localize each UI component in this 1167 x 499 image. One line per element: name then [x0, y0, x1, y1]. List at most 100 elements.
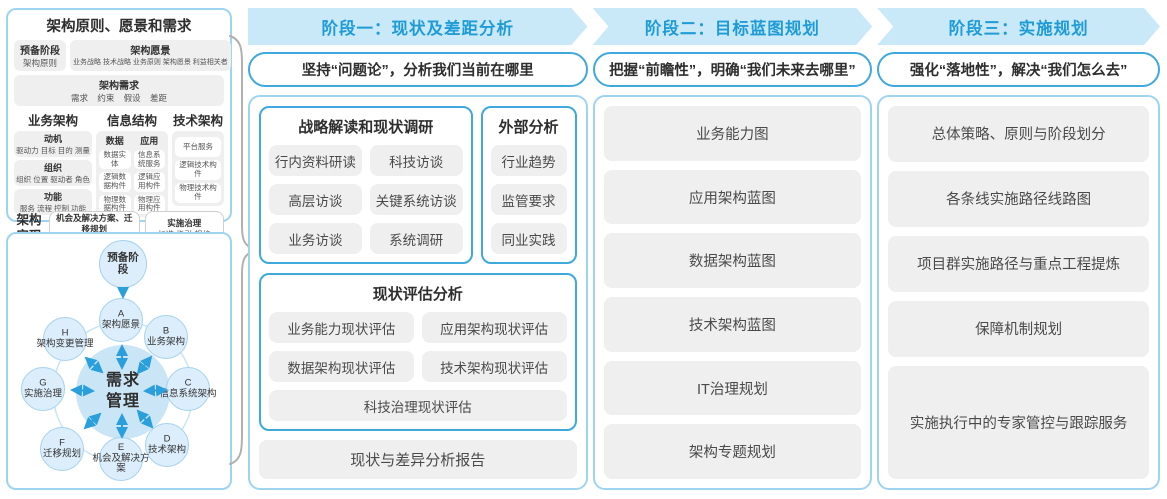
technology-architecture-title: 技术架构: [172, 114, 223, 128]
architecture-requirements-title: 架构需求: [99, 81, 139, 92]
architecture-principles-panel: 架构原则、愿景和需求 预备阶段 架构原则 架构愿景 业务战略 技术战略 业务原则…: [6, 8, 232, 247]
motivation-sub: 驱动力 目标 目的 测量: [16, 146, 90, 155]
application-subcolumn-title: 应用: [140, 136, 159, 146]
list-item: 各条线实施路径线路图: [888, 170, 1150, 227]
architecture-requirements-sub: 需求 约束 假设 差距: [70, 93, 168, 103]
application-subcolumn: 应用 信息系统服务 逻辑应用构件 物理应用构件: [133, 134, 165, 214]
opportunities-migration-title: 机会及解决方案、迁移规划: [56, 212, 133, 234]
prep-vision-row: 预备阶段 架构原则 架构愿景 业务战略 技术战略 业务原则 架构愿景 利益相关者: [14, 40, 231, 71]
platform-service-box: 平台服务: [175, 137, 221, 157]
architecture-requirements-box: 架构需求 需求 约束 假设 差距: [14, 75, 224, 106]
list-item: 科技访谈: [369, 145, 463, 176]
external-analysis-box: 外部分析 行业趋势 监管要求 同业实践: [480, 106, 577, 264]
data-subcolumn-title: 数据: [105, 136, 124, 146]
architecture-vision-sub: 业务战略 技术战略 业务原则 架构愿景 利益相关者: [73, 59, 228, 66]
organization-box: 组织 组织 位置 驱动者 角色: [14, 160, 92, 186]
list-item: 行业趋势: [490, 145, 567, 176]
assessment-items: 业务能力现状评估 应用架构现状评估 数据架构现状评估 技术架构现状评估 科技治理…: [269, 312, 567, 421]
list-item: 同业实践: [490, 223, 567, 254]
external-analysis-items: 行业趋势 监管要求 同业实践: [490, 145, 567, 254]
phase-1-banner: 阶段一：现状及差距分析: [248, 8, 588, 45]
information-structure-column: 信息结构 数据 数据实体 逻辑数据构件 物理数据构件 应用 信息系统服务 逻辑应…: [96, 110, 168, 217]
list-item: 科技治理现状评估: [269, 390, 567, 421]
data-subcolumn: 数据 数据实体 逻辑数据构件 物理数据构件: [99, 134, 131, 214]
list-item: 保障机制规划: [888, 300, 1150, 357]
function-box: 功能 服务 流程 控制 功能: [14, 189, 92, 215]
adm-center-label: 需求管理: [105, 372, 140, 410]
organization-title: 组织: [43, 163, 62, 173]
assessment-box: 现状评估分析 业务能力现状评估 应用架构现状评估 数据架构现状评估 技术架构现状…: [259, 273, 577, 431]
list-item: 应用架构蓝图: [603, 169, 862, 225]
list-item: 监管要求: [490, 184, 567, 215]
architecture-vision-box: 架构愿景 业务战略 技术战略 业务原则 架构愿景 利益相关者: [70, 40, 231, 71]
organization-sub: 组织 位置 驱动者 角色: [16, 175, 90, 184]
phases-region: 阶段一：现状及差距分析 坚持“问题论”，分析我们当前在哪里 战略解读和现状调研 …: [248, 8, 1161, 490]
list-item: 应用架构现状评估: [421, 312, 567, 343]
business-architecture-title: 业务架构: [27, 114, 78, 128]
technology-architecture-column: 技术架构 平台服务 逻辑技术构件 物理技术构件: [172, 110, 224, 206]
phase-1-body: 战略解读和现状调研 行内资料研读 科技访谈 高层访谈 关键系统访谈 业务访谈 系…: [248, 95, 588, 490]
motivation-box: 动机 驱动力 目标 目的 测量: [14, 131, 92, 157]
phase-3-subtitle: 强化“落地性”，解决“我们怎么去”: [877, 52, 1161, 87]
phase-3-banner: 阶段三：实施规划: [877, 8, 1160, 45]
info-system-service-box: 信息系统服务: [133, 150, 165, 170]
strategy-research-items: 行内资料研读 科技访谈 高层访谈 关键系统访谈 业务访谈 系统调研: [269, 145, 463, 254]
phase-1-subtitle: 坚持“问题论”，分析我们当前在哪里: [248, 52, 588, 87]
list-item: 业务访谈: [269, 223, 362, 254]
phase-3-items: 总体策略、原则与阶段划分 各条线实施路径线路图 项目群实施路径与重点工程提炼 保…: [888, 106, 1150, 479]
prep-phase-box: 预备阶段 架构原则: [14, 40, 66, 71]
list-item: IT治理规划: [603, 360, 862, 416]
strategy-research-title: 战略解读和现状调研: [298, 119, 434, 136]
list-item: 项目群实施路径与重点工程提炼: [888, 235, 1150, 292]
phase-2-banner: 阶段二：目标蓝图规划: [593, 8, 873, 45]
list-item: 行内资料研读: [269, 145, 362, 176]
function-title: 功能: [43, 192, 62, 202]
phase-2-subtitle: 把握“前瞻性”，明确“我们未来去哪里”: [592, 52, 873, 87]
technology-architecture-grid: 平台服务 逻辑技术构件 物理技术构件: [172, 131, 224, 206]
list-item: 数据架构现状评估: [269, 351, 414, 382]
phase-1-column: 阶段一：现状及差距分析 坚持“问题论”，分析我们当前在哪里 战略解读和现状调研 …: [248, 8, 588, 490]
prep-phase-sub: 架构原则: [22, 58, 57, 68]
function-sub: 服务 流程 控制 功能: [19, 204, 87, 213]
architecture-domains-row: 业务架构 动机 驱动力 目标 目的 测量 组织 组织 位置 驱动者 角色 功能 …: [14, 110, 224, 217]
list-item: 总体策略、原则与阶段划分: [888, 106, 1150, 162]
assessment-title: 现状评估分析: [372, 286, 463, 303]
gap-analysis-report-box: 现状与差异分析报告: [259, 440, 577, 479]
list-item: 系统调研: [369, 223, 463, 254]
logical-tech-box: 逻辑技术构件: [175, 160, 221, 180]
adm-prep-circle: 预备阶段: [99, 240, 147, 288]
prep-phase-title: 预备阶段: [20, 46, 60, 57]
phase-3-column: 阶段三：实施规划 强化“落地性”，解决“我们怎么去” 总体策略、原则与阶段划分 …: [877, 8, 1161, 490]
strategy-research-box: 战略解读和现状调研 行内资料研读 科技访谈 高层访谈 关键系统访谈 业务访谈 系…: [259, 106, 473, 264]
information-structure-title: 信息结构: [106, 114, 157, 128]
list-item: 高层访谈: [269, 184, 362, 215]
list-item: 技术架构现状评估: [421, 351, 567, 382]
physical-data-box: 物理数据构件: [99, 194, 131, 214]
external-analysis-title: 外部分析: [498, 119, 559, 136]
implementation-governance-title: 实施治理: [167, 218, 202, 229]
phase-3-body: 总体策略、原则与阶段划分 各条线实施路径线路图 项目群实施路径与重点工程提炼 保…: [877, 95, 1161, 490]
list-item: 架构专题规划: [603, 424, 862, 480]
data-entity-box: 数据实体: [99, 150, 131, 170]
architecture-vision-title: 架构愿景: [130, 46, 171, 57]
list-item: 技术架构蓝图: [603, 297, 862, 352]
list-item: 业务能力现状评估: [269, 312, 414, 343]
phase-2-items: 业务能力图 应用架构蓝图 数据架构蓝图 技术架构蓝图 IT治理规划 架构专题规划: [603, 106, 862, 480]
phase-2-body: 业务能力图 应用架构蓝图 数据架构蓝图 技术架构蓝图 IT治理规划 架构专题规划: [592, 95, 873, 490]
phase-2-column: 阶段二：目标蓝图规划 把握“前瞻性”，明确“我们未来去哪里” 业务能力图 应用架…: [592, 8, 873, 490]
logical-data-box: 逻辑数据构件: [99, 172, 131, 192]
